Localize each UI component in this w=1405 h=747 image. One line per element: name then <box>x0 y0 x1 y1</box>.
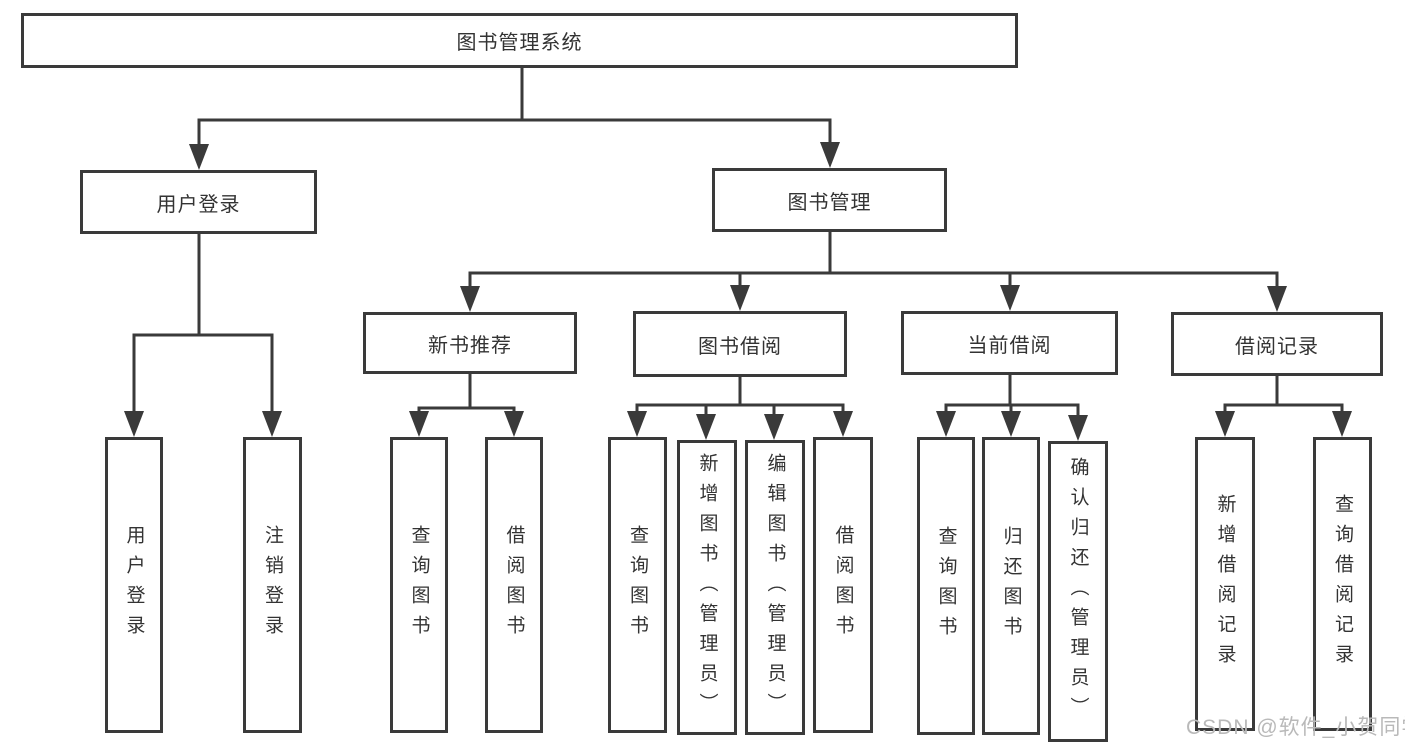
node-query-books: 查询图书 <box>608 437 667 733</box>
node-label: 图书借阅 <box>698 335 782 358</box>
node-query-borrow-record: 查询借阅记录 <box>1313 437 1372 731</box>
node-add-books-admin: 新增图书（管理员） <box>677 440 737 735</box>
node-label: 当前借阅 <box>967 334 1052 357</box>
node-book-borrow: 图书借阅 <box>633 311 847 377</box>
node-user-login-leaf: 用户登录 <box>105 437 163 733</box>
node-label: 新增借阅记录 <box>1214 494 1236 674</box>
node-borrow-records: 借阅记录 <box>1171 312 1383 376</box>
node-label: 用户登录 <box>156 193 241 216</box>
node-user-login: 用户登录 <box>80 170 317 234</box>
node-label: 图书管理系统 <box>456 32 583 54</box>
node-confirm-return-admin: 确认归还（管理员） <box>1048 441 1108 742</box>
node-label: 查询借阅记录 <box>1332 494 1353 674</box>
node-borrow-books: 借阅图书 <box>485 437 543 733</box>
node-current-borrow: 当前借阅 <box>901 311 1118 375</box>
node-label: 借阅记录 <box>1235 335 1319 358</box>
node-borrow-books: 借阅图书 <box>813 437 873 733</box>
node-book-management: 图书管理 <box>712 168 947 232</box>
node-label: 查询图书 <box>408 525 430 645</box>
node-library-management-system: 图书管理系统 <box>21 13 1018 68</box>
node-logout: 注销登录 <box>243 437 302 733</box>
node-return-books: 归还图书 <box>982 437 1040 735</box>
node-label: 借阅图书 <box>832 525 854 645</box>
node-label: 归还图书 <box>1000 526 1022 646</box>
node-add-borrow-record: 新增借阅记录 <box>1195 437 1255 731</box>
node-edit-books-admin: 编辑图书（管理员） <box>745 440 805 735</box>
node-label: 新书推荐 <box>428 334 512 357</box>
node-new-book-recommend: 新书推荐 <box>363 312 577 374</box>
node-label: 注销登录 <box>262 525 283 645</box>
node-label: 用户登录 <box>123 525 145 645</box>
node-label: 图书管理 <box>787 191 872 214</box>
node-label: 新增图书（管理员） <box>696 452 718 723</box>
node-query-books: 查询图书 <box>390 437 448 733</box>
node-label: 查询图书 <box>935 526 957 646</box>
csdn-watermark: CSDN @软件_小贺同学 <box>1186 716 1405 739</box>
node-label: 借阅图书 <box>503 525 525 645</box>
node-label: 查询图书 <box>627 525 648 645</box>
node-label: 确认归还（管理员） <box>1067 456 1089 727</box>
node-label: 编辑图书（管理员） <box>764 452 786 723</box>
node-query-books: 查询图书 <box>917 437 975 735</box>
